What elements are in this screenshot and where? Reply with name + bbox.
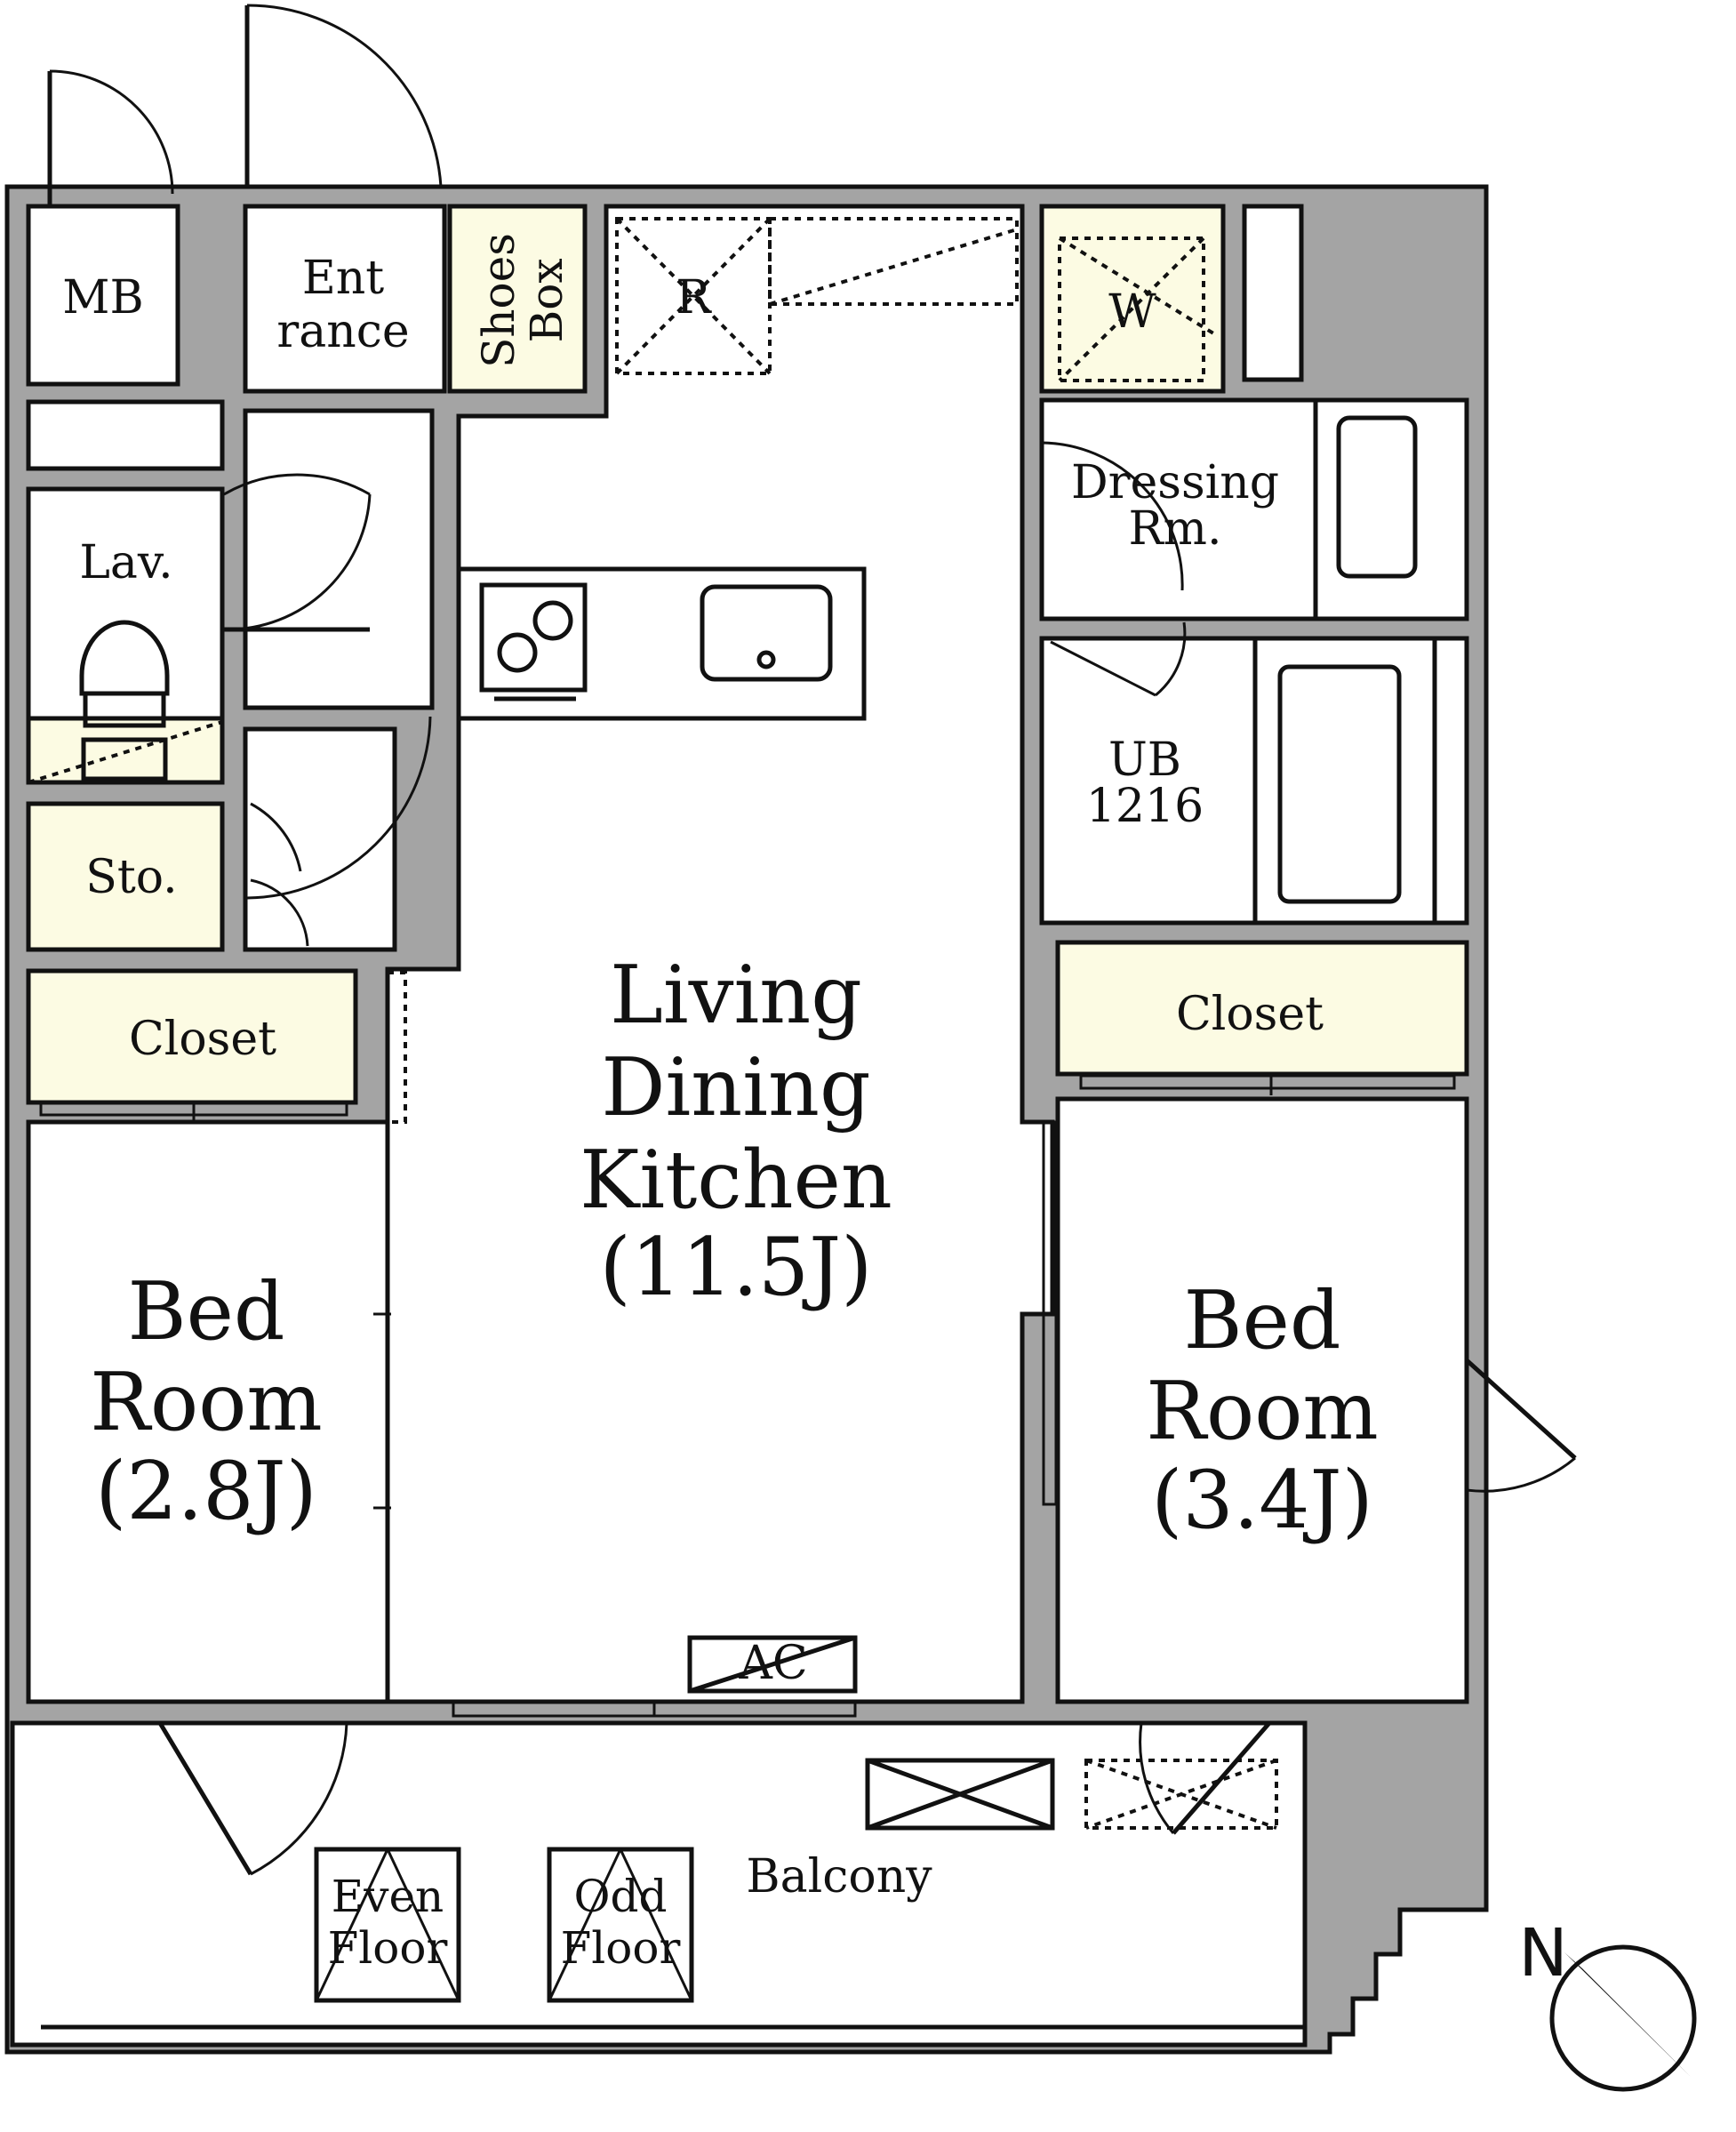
shoes-box-area bbox=[447, 204, 588, 394]
compass-ring bbox=[1549, 1944, 1697, 2092]
compass-needle-icon bbox=[1564, 1952, 1691, 2077]
entrance-label-1: Ent bbox=[302, 252, 384, 305]
entrance-room bbox=[243, 204, 447, 394]
balcony-fixtures bbox=[41, 1758, 1305, 2030]
bath-fixtures bbox=[1252, 397, 1469, 926]
stove bbox=[479, 582, 588, 693]
ac-unit bbox=[687, 1635, 858, 1694]
ub-label-1: UB bbox=[1108, 733, 1181, 787]
hallway-lower bbox=[243, 726, 397, 952]
bed-left-room bbox=[26, 1119, 390, 1704]
bed-left-label-1: Bed bbox=[127, 1265, 284, 1359]
washer-label: W bbox=[1108, 285, 1156, 339]
sink bbox=[700, 584, 833, 682]
compass-north-label: N bbox=[1518, 1915, 1567, 1992]
even-floor-label-2: Floor bbox=[328, 1922, 448, 1974]
ldk-label-3: Kitchen bbox=[580, 1134, 892, 1227]
ldk-label-2: Dining bbox=[601, 1041, 870, 1134]
storage-room bbox=[26, 801, 225, 952]
bed-left-label-3: (2.8J) bbox=[95, 1445, 316, 1538]
odd-floor-label-2: Floor bbox=[561, 1922, 681, 1974]
hallway bbox=[243, 408, 435, 710]
ac-label: AC bbox=[738, 1637, 807, 1690]
washer-marker bbox=[1058, 236, 1205, 382]
labels: MB Ent rance Shoes Box R W Dressing Rm. … bbox=[62, 233, 1378, 1974]
balcony-label: Balcony bbox=[746, 1850, 932, 1904]
shoes-box-label-2: Box bbox=[521, 258, 572, 342]
ldk-label-4: (11.5J) bbox=[600, 1221, 873, 1314]
closet-right-label: Closet bbox=[1176, 988, 1324, 1041]
closet-left-label: Closet bbox=[129, 1013, 276, 1066]
bed-right-label-2: Room bbox=[1146, 1365, 1378, 1458]
counter bbox=[456, 566, 867, 721]
bed-right-label-3: (3.4J) bbox=[1151, 1454, 1372, 1547]
burner-1 bbox=[497, 632, 538, 673]
ldk-label-1: Living bbox=[610, 949, 862, 1042]
bathtub bbox=[1277, 664, 1402, 904]
ub-label-2: 1216 bbox=[1086, 780, 1204, 833]
odd-floor-label-1: Odd bbox=[573, 1871, 667, 1922]
dressing-label-2: Rm. bbox=[1129, 502, 1222, 556]
dressing-room bbox=[1039, 397, 1469, 621]
pipe-space bbox=[1242, 204, 1304, 382]
outdoor-unit-dashed bbox=[1084, 1759, 1278, 1830]
compass: N bbox=[1518, 1915, 1697, 2092]
lav-label: Lav. bbox=[79, 536, 172, 589]
mb-room bbox=[26, 204, 180, 387]
burner-2 bbox=[532, 600, 573, 641]
mb-lower bbox=[26, 399, 225, 471]
entrance-label-2: rance bbox=[276, 305, 409, 358]
even-floor-label-1: Even bbox=[332, 1871, 444, 1922]
washbasin bbox=[1336, 415, 1418, 579]
refrigerator-label: R bbox=[676, 271, 712, 325]
mb-label: MB bbox=[62, 271, 143, 325]
toilet bbox=[28, 620, 223, 784]
bed-right-label-1: Bed bbox=[1183, 1274, 1340, 1367]
sliding-doors bbox=[39, 971, 1456, 1718]
toilet-bowl bbox=[79, 620, 170, 696]
bed-left-label-2: Room bbox=[90, 1356, 322, 1449]
kitchen-counter bbox=[456, 566, 867, 721]
drain bbox=[756, 650, 776, 669]
storage-label: Sto. bbox=[85, 851, 177, 904]
appliance-markers bbox=[615, 217, 1220, 382]
dressing-label-1: Dressing bbox=[1071, 456, 1279, 509]
bed-right-room bbox=[1055, 1096, 1469, 1704]
closet-right-area bbox=[1055, 940, 1469, 1077]
outdoor-unit bbox=[865, 1758, 1055, 1831]
shoes-box-label-1: Shoes bbox=[473, 233, 524, 368]
